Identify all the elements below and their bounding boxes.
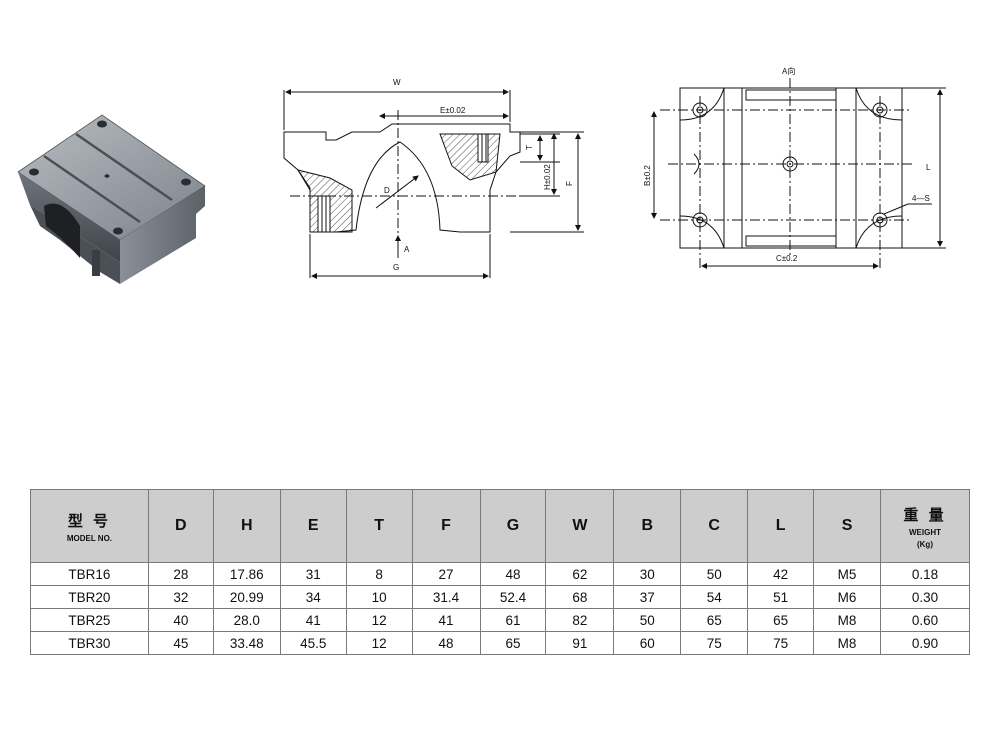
header-weight: 重 量 WEIGHT (Kg): [879, 489, 971, 563]
header-B: B: [613, 489, 682, 563]
cell-model: TBR20: [30, 585, 149, 609]
header-D: D: [147, 489, 214, 563]
label-A-view: A向: [782, 66, 795, 76]
cell-S: M5: [813, 562, 881, 586]
cell-model: TBR25: [30, 608, 149, 632]
label-T: T: [525, 145, 534, 150]
cell-W: 68: [545, 585, 615, 609]
table-row: TBR16 28 17.86 31 8 27 48 62 30 50 42 M5…: [30, 562, 971, 586]
cell-H: 17.86: [212, 562, 281, 586]
cell-F: 48: [411, 631, 481, 655]
label-G: G: [393, 263, 399, 272]
table-row: TBR20 32 20.99 34 10 31.4 52.4 68 37 54 …: [30, 585, 971, 609]
cell-F: 41: [411, 608, 481, 632]
cell-B: 60: [613, 631, 682, 655]
front-section-view: [283, 89, 584, 279]
label-W: W: [393, 78, 401, 87]
cell-C: 75: [680, 631, 749, 655]
cell-D: 40: [147, 608, 214, 632]
cell-B: 37: [613, 585, 682, 609]
table-row: TBR25 40 28.0 41 12 41 61 82 50 65 65 M8…: [30, 608, 971, 632]
technical-drawing: W E±0.02 T H±0.02 F D A G: [17, 66, 946, 284]
header-weight-cn: 重 量: [903, 506, 947, 524]
cell-L: 65: [747, 608, 815, 632]
label-S: 4—S: [912, 194, 930, 203]
cell-S: M6: [813, 585, 881, 609]
cell-D: 45: [147, 631, 214, 655]
header-E: E: [279, 489, 347, 563]
cell-E: 31: [279, 562, 347, 586]
cell-E: 34: [279, 585, 347, 609]
table-header-row: 型 号 MODEL NO. D H E T F G W B C L S 重 量 …: [30, 489, 971, 563]
top-view: [651, 78, 946, 270]
cell-L: 42: [747, 562, 815, 586]
spec-table: 型 号 MODEL NO. D H E T F G W B C L S 重 量 …: [30, 489, 971, 655]
header-model: 型 号 MODEL NO.: [30, 489, 149, 563]
header-S: S: [813, 489, 881, 563]
cell-H: 28.0: [212, 608, 281, 632]
cell-L: 75: [747, 631, 815, 655]
header-F: F: [411, 489, 481, 563]
label-D: D: [384, 186, 390, 195]
cell-weight: 0.90: [879, 631, 971, 655]
table-row: TBR30 45 33.48 45.5 12 48 65 91 60 75 75…: [30, 631, 971, 655]
header-model-cn: 型 号: [67, 512, 112, 530]
cell-E: 45.5: [279, 631, 347, 655]
cell-weight: 0.30: [879, 585, 971, 609]
header-C: C: [680, 489, 749, 563]
label-A-arrow: A: [404, 245, 410, 254]
label-B: B±0.2: [643, 165, 652, 186]
header-weight-unit: (Kg): [916, 539, 933, 549]
label-L: L: [926, 163, 931, 172]
cell-T: 10: [345, 585, 413, 609]
cell-C: 65: [680, 608, 749, 632]
cell-H: 20.99: [212, 585, 281, 609]
cell-C: 54: [680, 585, 749, 609]
cell-B: 30: [613, 562, 682, 586]
cell-D: 32: [147, 585, 214, 609]
cell-G: 52.4: [479, 585, 547, 609]
label-F: F: [565, 181, 574, 186]
label-C: C±0.2: [776, 254, 798, 263]
cell-F: 27: [411, 562, 481, 586]
cell-weight: 0.60: [879, 608, 971, 632]
cell-S: M8: [813, 631, 881, 655]
header-G: G: [479, 489, 547, 563]
cell-G: 65: [479, 631, 547, 655]
cell-model: TBR16: [30, 562, 149, 586]
cell-model: TBR30: [30, 631, 149, 655]
label-H: H±0.02: [543, 164, 552, 190]
header-T: T: [345, 489, 413, 563]
cell-T: 8: [345, 562, 413, 586]
header-weight-en: WEIGHT: [908, 527, 941, 537]
cell-W: 82: [545, 608, 615, 632]
cell-B: 50: [613, 608, 682, 632]
header-model-en: MODEL NO.: [66, 533, 113, 543]
cell-C: 50: [680, 562, 749, 586]
cell-D: 28: [147, 562, 214, 586]
cell-T: 12: [345, 631, 413, 655]
cell-G: 61: [479, 608, 547, 632]
cell-E: 41: [279, 608, 347, 632]
cell-W: 91: [545, 631, 615, 655]
cell-T: 12: [345, 608, 413, 632]
cell-G: 48: [479, 562, 547, 586]
header-W: W: [545, 489, 615, 563]
cell-F: 31.4: [411, 585, 481, 609]
product-photo: [17, 114, 206, 284]
cell-H: 33.48: [212, 631, 281, 655]
cell-weight: 0.18: [879, 562, 971, 586]
label-E: E±0.02: [440, 106, 466, 115]
header-L: L: [747, 489, 815, 563]
header-H: H: [212, 489, 281, 563]
cell-L: 51: [747, 585, 815, 609]
cell-S: M8: [813, 608, 881, 632]
cell-W: 62: [545, 562, 615, 586]
